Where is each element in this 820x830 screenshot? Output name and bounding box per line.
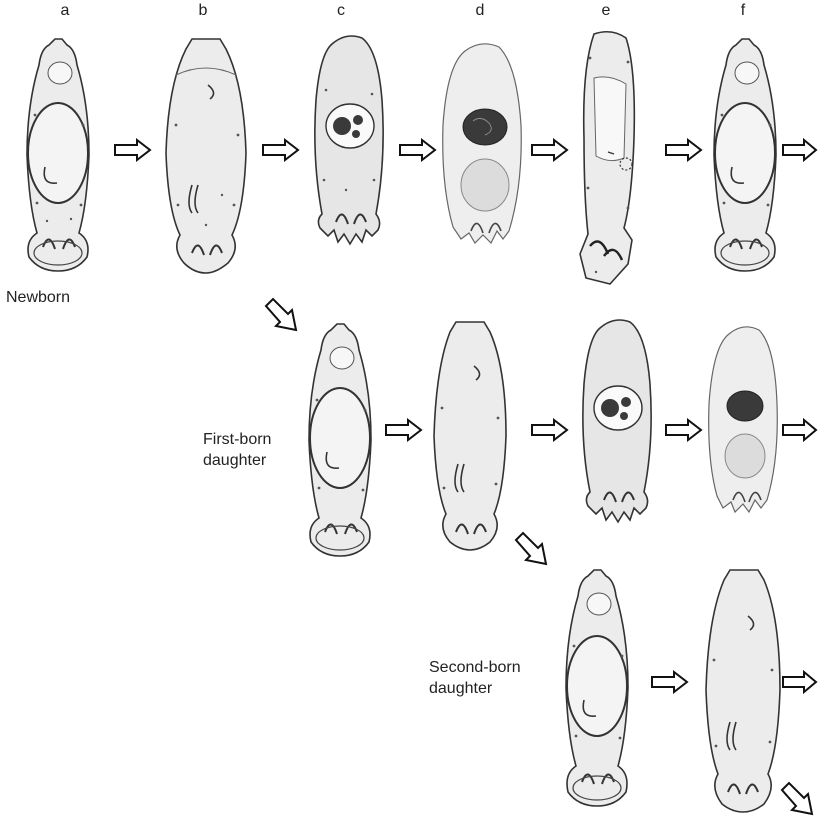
- arrow-right-icon: [664, 138, 704, 162]
- column-label-b: b: [193, 2, 213, 20]
- organism-second-born-mature: [702, 566, 784, 816]
- column-label-a: a: [55, 2, 75, 20]
- arrow-right-icon: [113, 138, 153, 162]
- organism-first-born-newborn: [299, 320, 381, 560]
- organism-first-born-embryo: [705, 320, 781, 540]
- arrow-diagonal-down-right-icon: [512, 530, 552, 570]
- column-label-f: f: [733, 2, 753, 20]
- arrow-right-icon: [781, 138, 819, 162]
- arrow-right-icon: [261, 138, 301, 162]
- second-born-daughter-caption: Second-born daughter: [429, 657, 521, 699]
- organism-embryo-d: [437, 35, 527, 275]
- arrow-right-icon: [650, 670, 690, 694]
- newborn-caption: Newborn: [6, 287, 70, 308]
- organism-newborn-a: [17, 35, 99, 275]
- column-label-c: c: [331, 2, 351, 20]
- arrow-right-icon: [664, 418, 704, 442]
- organism-second-born-newborn: [556, 566, 638, 810]
- column-label-e: e: [596, 2, 616, 20]
- first-born-caption-line-1: First-born: [203, 429, 271, 450]
- organism-birth-e: [574, 28, 644, 290]
- second-born-caption-line-2: daughter: [429, 678, 521, 699]
- second-born-caption-line-1: Second-born: [429, 657, 521, 678]
- arrow-right-icon: [384, 418, 424, 442]
- organism-mother-c: [306, 30, 392, 270]
- column-label-d: d: [470, 2, 490, 20]
- organism-newborn-f: [704, 35, 786, 275]
- organism-mature-b: [162, 35, 250, 275]
- first-born-caption-line-2: daughter: [203, 450, 271, 471]
- arrow-right-icon: [398, 138, 438, 162]
- arrow-diagonal-down-right-icon: [778, 780, 818, 820]
- arrow-right-icon: [530, 418, 570, 442]
- arrow-diagonal-down-right-icon: [262, 296, 302, 336]
- organism-first-born-mother: [574, 314, 660, 540]
- arrow-right-icon: [530, 138, 570, 162]
- organism-first-born-mature: [430, 318, 510, 553]
- arrow-right-icon: [781, 418, 819, 442]
- arrow-right-icon: [781, 670, 819, 694]
- first-born-daughter-caption: First-born daughter: [203, 429, 271, 471]
